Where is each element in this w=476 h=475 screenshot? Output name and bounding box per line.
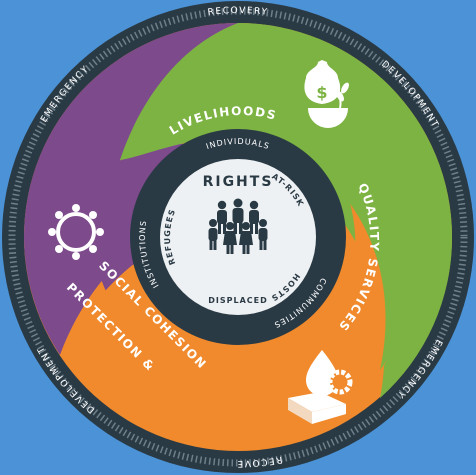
purple-swirl-wide [24,23,238,355]
money-bag-icon: $ [304,60,349,128]
water-drop-gear-book-icon [288,350,353,424]
svg-text:$: $ [316,83,327,102]
label-displaced: DISPLACED [208,296,268,305]
hands-circle-icon [48,204,104,260]
label-recovery-top: RECOVERY [207,6,267,18]
svg-text:RECOVERY: RECOVERY [207,6,269,18]
green-top-swirl [120,75,421,370]
outer-ring-dashes [8,7,468,467]
people-group-icon [208,198,268,254]
label-rights: RIGHTS [203,174,274,190]
core-circle [160,159,316,315]
